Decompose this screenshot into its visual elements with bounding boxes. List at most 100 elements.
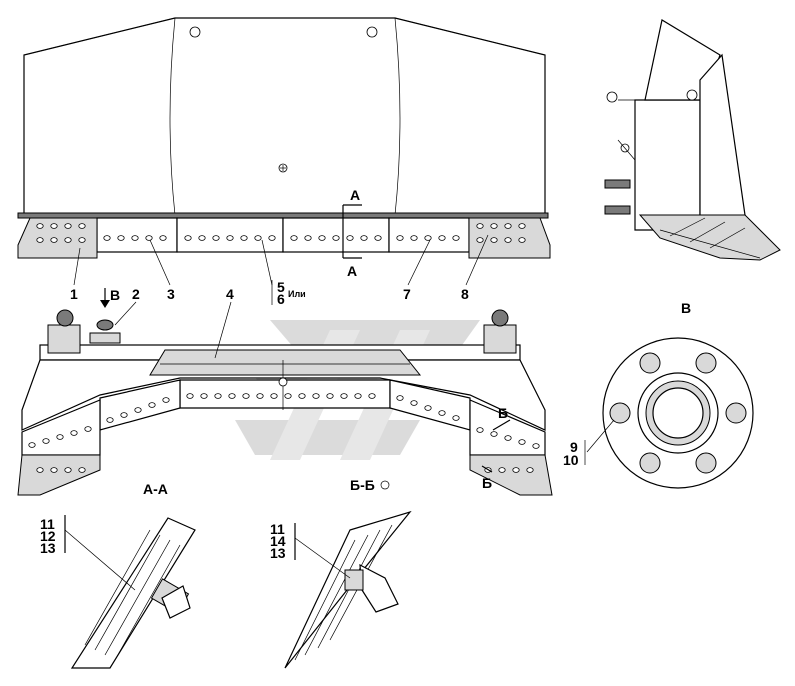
bolt-hole: [240, 235, 248, 241]
front-view-callouts: 1 3 5 6 Или 7 8: [70, 234, 489, 307]
callout-11-a: 11: [40, 516, 55, 532]
bolt-hole: [424, 235, 432, 241]
bolt-hole: [346, 235, 354, 241]
bolt-hole: [186, 393, 194, 399]
bolt-hole: [64, 223, 72, 229]
section-b-b-detail: 11 14 13: [270, 510, 412, 669]
bolt-hole: [198, 235, 206, 241]
bolt-hole: [256, 393, 264, 399]
bolt-hole: [134, 407, 142, 413]
bolt-hole: [106, 417, 114, 423]
callout-13-a: 13: [40, 540, 56, 556]
bolt-hole: [84, 426, 92, 432]
bolt-hole: [36, 223, 44, 229]
callout-6: 6: [277, 291, 285, 307]
bolt-hole: [452, 415, 460, 421]
bolt-hole: [200, 393, 208, 399]
bolt-hole: [504, 237, 512, 243]
bolt-hole: [518, 439, 526, 445]
bolt-hole: [312, 393, 320, 399]
callout-14: 14: [270, 533, 286, 549]
section-a-a-detail: 11 12 13: [40, 515, 196, 669]
bolt-hole: [518, 237, 526, 243]
bolt-hole: [532, 443, 540, 449]
bolt-hole: [284, 393, 292, 399]
bolt-hole: [374, 235, 382, 241]
bolt-hole: [214, 393, 222, 399]
plan-view-callouts: В 2 4 Б Б А-А Б-Б: [100, 286, 511, 497]
bolt-hole: [504, 435, 512, 441]
bolt-hole: [120, 412, 128, 418]
bolt-hole: [410, 235, 418, 241]
bolt-hole: [354, 393, 362, 399]
view-v-flange: В 9 10: [563, 300, 754, 489]
bolt-hole: [490, 431, 498, 437]
view-v-arrow-label: В: [110, 287, 120, 303]
bolt-hole: [290, 235, 298, 241]
bolt-hole: [145, 235, 153, 241]
bolt-hole: [78, 223, 86, 229]
bolt-hole: [28, 442, 36, 448]
callout-9: 9: [570, 439, 578, 455]
bolt-hole: [326, 393, 334, 399]
bolt-hole: [254, 235, 262, 241]
bolt-hole: [148, 402, 156, 408]
bolt-hole: [184, 235, 192, 241]
bolt-hole: [438, 235, 446, 241]
bolt-hole: [36, 237, 44, 243]
section-a-top-label: А: [350, 187, 360, 203]
bolt-hole: [56, 434, 64, 440]
bolt-hole: [368, 393, 376, 399]
bolt-hole: [476, 237, 484, 243]
front-view-blade: [17, 17, 551, 259]
section-b-top-label: Б: [498, 405, 508, 421]
section-b-title: Б-Б: [350, 477, 375, 493]
bolt-hole: [131, 235, 139, 241]
side-view-blade: [604, 19, 781, 261]
bolt-hole: [78, 467, 86, 473]
bolt-hole: [298, 393, 306, 399]
callout-1: 1: [70, 286, 78, 302]
bolt-hole: [476, 427, 484, 433]
bolt-hole: [64, 237, 72, 243]
callout-13-b: 13: [270, 545, 286, 561]
bolt-hole: [42, 438, 50, 444]
callout-8: 8: [461, 286, 469, 302]
section-b-bottom-label: Б: [482, 475, 492, 491]
bolt-hole: [340, 393, 348, 399]
callout-5: 5: [277, 279, 285, 295]
bolt-hole: [268, 235, 276, 241]
bolt-hole: [518, 223, 526, 229]
bolt-hole: [424, 405, 432, 411]
callout-3: 3: [167, 286, 175, 302]
bolt-hole: [50, 467, 58, 473]
plan-view-edge-holes: [28, 393, 540, 473]
bolt-hole: [242, 393, 250, 399]
bolt-hole: [396, 395, 404, 401]
bolt-hole: [70, 430, 78, 436]
callout-11-b: 11: [270, 521, 285, 537]
bolt-hole: [117, 235, 125, 241]
bolt-hole: [78, 237, 86, 243]
bolt-hole: [162, 397, 170, 403]
section-a-markers: А А: [342, 187, 362, 279]
bolt-hole: [452, 235, 460, 241]
bolt-hole: [490, 237, 498, 243]
bolt-hole: [228, 393, 236, 399]
bolt-hole: [504, 223, 512, 229]
bolt-hole: [476, 223, 484, 229]
section-a-title: А-А: [143, 481, 168, 497]
bolt-hole: [159, 235, 167, 241]
callout-4: 4: [226, 286, 234, 302]
bolt-hole: [50, 223, 58, 229]
view-v-title: В: [681, 300, 691, 316]
callout-7: 7: [403, 286, 411, 302]
section-a-bottom-label: А: [347, 263, 357, 279]
bolt-hole: [512, 467, 520, 473]
bolt-hole: [226, 235, 234, 241]
bolt-hole: [103, 235, 111, 241]
bolt-hole: [36, 467, 44, 473]
bolt-hole: [318, 235, 326, 241]
bolt-hole: [438, 410, 446, 416]
